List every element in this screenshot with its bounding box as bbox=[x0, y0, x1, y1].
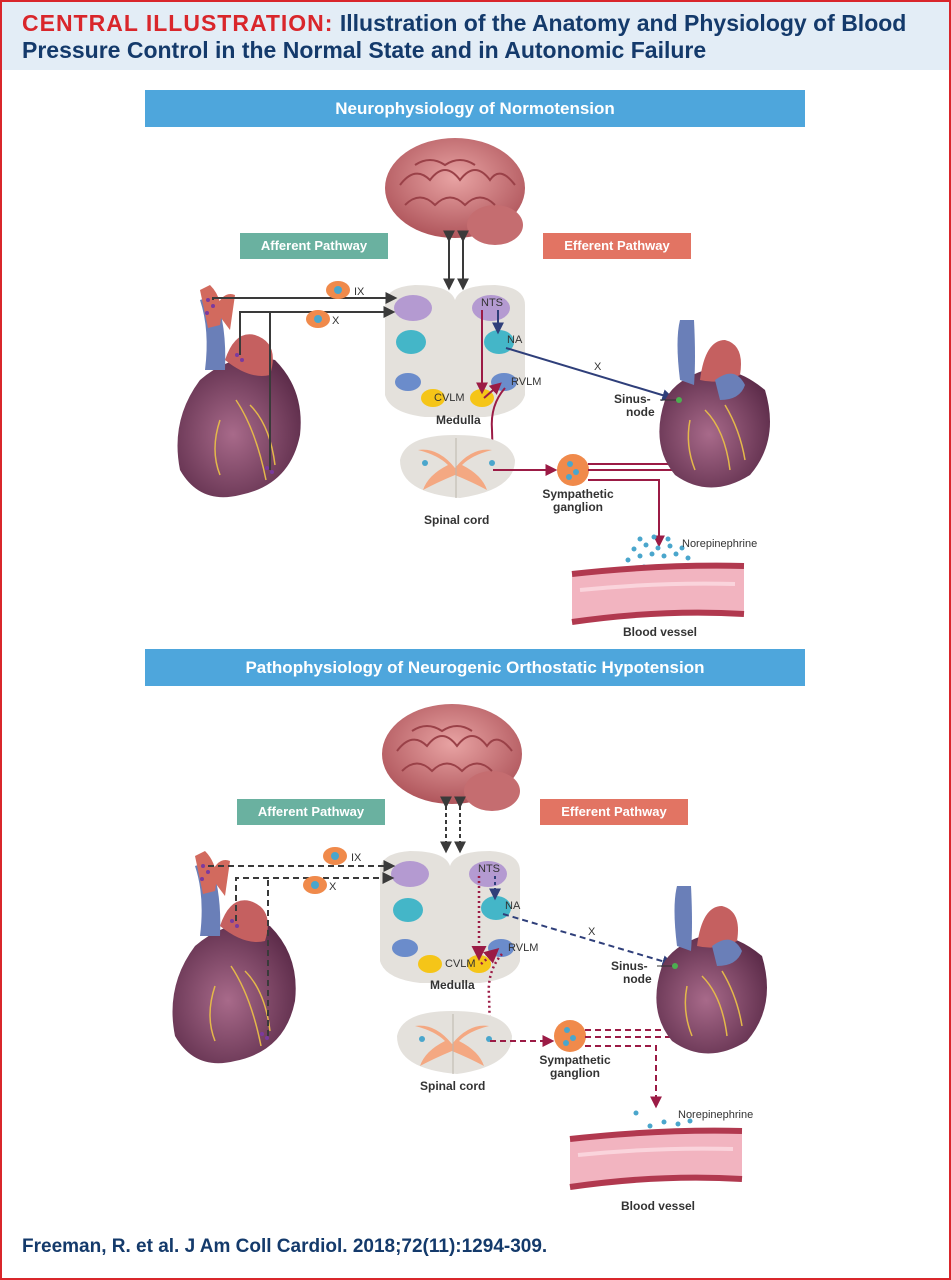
figure-title-text: Illustration of the Anatomy and Physiolo… bbox=[22, 10, 907, 63]
medulla-label: Medulla bbox=[436, 413, 481, 427]
cvlm-label: CVLM bbox=[434, 392, 465, 404]
spinal-cord-label: Spinal cord bbox=[424, 513, 489, 527]
banner-normotension: Neurophysiology of Normotension bbox=[145, 90, 805, 127]
sympathetic-ganglion-icon bbox=[557, 454, 589, 486]
rvlm-label: RVLM bbox=[508, 942, 538, 954]
sinus-node-label-line1: Sinus- bbox=[611, 959, 648, 973]
nts-label: NTS bbox=[481, 297, 503, 309]
sinus-node-label-line2: node bbox=[623, 972, 652, 986]
rvlm-label: RVLM bbox=[511, 376, 541, 388]
banner-orthostatic-hypotension: Pathophysiology of Neurogenic Orthostati… bbox=[145, 649, 805, 686]
cvlm-label: CVLM bbox=[445, 958, 476, 970]
header: CENTRAL ILLUSTRATION: Illustration of th… bbox=[2, 2, 949, 70]
afferent-pathway-label-2: Afferent Pathway bbox=[237, 799, 385, 825]
afferent-pathway-label: Afferent Pathway bbox=[240, 233, 388, 259]
ganglion-label-line1: Sympathetic bbox=[539, 1053, 611, 1067]
na-label: NA bbox=[507, 334, 523, 346]
normotension-diagram: NTS NA RVLM CVLM Medulla X IX X bbox=[177, 138, 770, 639]
brain-icon bbox=[382, 704, 522, 811]
panel-normotension: NTS NA RVLM CVLM Medulla X IX X bbox=[0, 130, 951, 690]
efferent-pathway-label-2: Efferent Pathway bbox=[540, 799, 688, 825]
cvlm-rvlm-pathway-impaired bbox=[480, 948, 500, 965]
vagal-efferent-pathway bbox=[505, 347, 675, 401]
blood-vessel-label: Blood vessel bbox=[623, 625, 697, 639]
brain-icon bbox=[385, 138, 525, 245]
figure-title: CENTRAL ILLUSTRATION: Illustration of th… bbox=[22, 10, 937, 64]
citation: Freeman, R. et al. J Am Coll Cardiol. 20… bbox=[22, 1236, 548, 1257]
heart-right-icon bbox=[659, 320, 770, 488]
ix-ganglion-icon bbox=[326, 281, 350, 299]
norepinephrine-label: Norepinephrine bbox=[682, 538, 757, 550]
spinal-cord-label: Spinal cord bbox=[420, 1079, 485, 1093]
sinus-node-marker bbox=[676, 397, 682, 403]
vagus-efferent-label: X bbox=[594, 361, 602, 373]
x-nerve-label: X bbox=[329, 881, 337, 893]
norepinephrine-label: Norepinephrine bbox=[678, 1109, 753, 1121]
nts-label: NTS bbox=[478, 863, 500, 875]
afferent-x-line bbox=[239, 306, 396, 355]
blood-vessel-icon bbox=[569, 1127, 743, 1190]
ix-nerve-label: IX bbox=[351, 852, 362, 864]
sympathetic-ganglion-icon bbox=[554, 1020, 586, 1052]
ganglion-label-line1: Sympathetic bbox=[542, 487, 614, 501]
ganglion-label-line2: ganglion bbox=[550, 1066, 600, 1080]
sinus-node-marker bbox=[672, 963, 678, 969]
ganglion-vessel-pathway bbox=[588, 479, 665, 548]
x-ganglion-icon bbox=[303, 876, 327, 894]
central-illustration-label: CENTRAL ILLUSTRATION: bbox=[22, 10, 334, 36]
ix-nerve-label: IX bbox=[354, 286, 365, 298]
panel-orthostatic-hypotension: NTS NA RVLM CVLM Medulla X IX X bbox=[0, 696, 951, 1256]
x-ganglion-icon bbox=[306, 310, 330, 328]
x-nerve-label: X bbox=[332, 315, 340, 327]
rvlm-spinal-pathway bbox=[490, 387, 506, 466]
ganglion-vessel-pathway-impaired bbox=[585, 1045, 662, 1109]
na-label: NA bbox=[505, 900, 521, 912]
blood-vessel-icon bbox=[571, 562, 745, 625]
sinus-node-label-line2: node bbox=[626, 405, 655, 419]
orthostatic-hypotension-diagram: NTS NA RVLM CVLM Medulla X IX X bbox=[172, 704, 767, 1213]
sinus-node-label-line1: Sinus- bbox=[614, 392, 651, 406]
norepinephrine-dots bbox=[633, 1110, 693, 1135]
afferent-x-line-impaired bbox=[235, 872, 395, 921]
medulla-label: Medulla bbox=[430, 978, 475, 992]
ix-ganglion-icon bbox=[323, 847, 347, 865]
rvlm-spinal-pathway-impaired bbox=[487, 953, 503, 1032]
vagus-efferent-label: X bbox=[588, 926, 596, 938]
afferent-ix-line bbox=[212, 292, 398, 304]
efferent-pathway-label: Efferent Pathway bbox=[543, 233, 691, 259]
spinal-cord-icon bbox=[397, 1011, 512, 1074]
spinal-cord-icon bbox=[400, 435, 515, 498]
ganglion-label-line2: ganglion bbox=[553, 500, 603, 514]
vagal-efferent-pathway-impaired bbox=[502, 913, 675, 968]
blood-vessel-label: Blood vessel bbox=[621, 1199, 695, 1213]
heart-right-icon bbox=[656, 886, 767, 1054]
heart-left-icon bbox=[172, 851, 296, 1064]
cvlm-rvlm-pathway bbox=[483, 382, 502, 399]
